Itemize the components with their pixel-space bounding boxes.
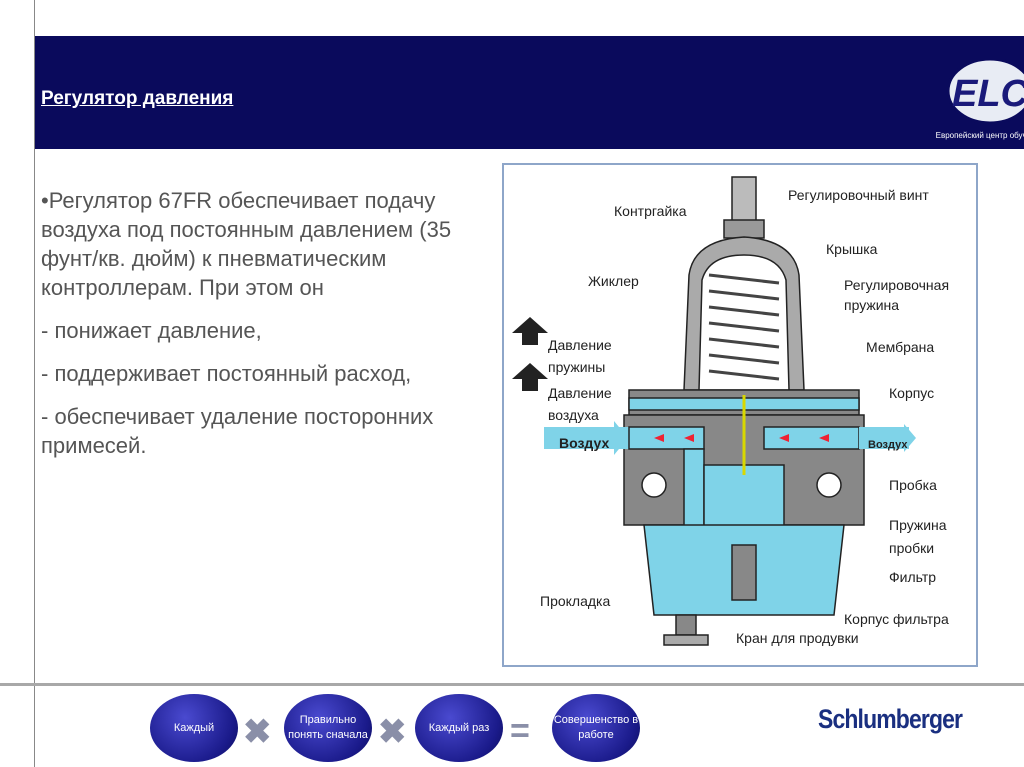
slide-body: •Регулятор 67FR обеспечивает подачу возд… <box>41 186 481 474</box>
label-filter: Фильтр <box>889 569 937 585</box>
label-spring-pressure-2: пружины <box>548 359 606 375</box>
label-gasket: Прокладка <box>540 593 611 609</box>
footer-step: Правильно понять сначала <box>284 694 372 762</box>
label-locknut: Контргайка <box>614 203 687 219</box>
label-cap: Крышка <box>826 241 878 257</box>
label-air-out: Воздух <box>868 439 908 451</box>
label-jet: Жиклер <box>588 273 639 289</box>
svg-text:ELC: ELC <box>952 73 1024 115</box>
label-plug-spring-2: пробки <box>889 540 935 556</box>
label-spring-pressure-1: Давление <box>548 337 612 353</box>
label-plug: Пробка <box>889 477 937 493</box>
footer-step: Совершенство в работе <box>552 694 640 762</box>
label-membrane: Мембрана <box>866 339 935 355</box>
svg-text:Европейский центр обучения: Европейский центр обучения <box>936 131 1024 140</box>
regulator-drawing <box>512 176 916 646</box>
slide-title: Регулятор давления <box>41 88 234 109</box>
footer-step: Каждый раз <box>415 694 503 762</box>
multiply-icon: ✖ <box>243 713 272 751</box>
body-paragraph: •Регулятор 67FR обеспечивает подачу возд… <box>41 188 452 300</box>
label-spring-1: Регулировочная <box>844 277 950 293</box>
elc-logo: ELC Европейский центр обучения <box>936 57 1024 140</box>
label-body: Корпус <box>889 385 935 401</box>
label-air-pressure-2: воздуха <box>548 407 599 423</box>
footer-divider <box>0 683 1024 686</box>
label-adjust-screw: Регулировочный винт <box>788 187 929 203</box>
equals-icon: = <box>510 712 530 750</box>
schlumberger-logo: Schlumberger <box>818 704 963 734</box>
label-filter-body: Корпус фильтра <box>844 611 949 627</box>
footer-step: Каждый <box>150 694 238 762</box>
label-plug-spring-1: Пружина <box>889 517 947 533</box>
body-paragraph: - обеспечивает удаление посторонних прим… <box>41 404 434 458</box>
slide-header: Регулятор давления ELC Европейский центр… <box>35 36 1024 149</box>
label-air-in: Воздух <box>559 435 610 451</box>
label-drain-valve: Кран для продувки <box>736 630 859 646</box>
body-paragraph: - понижает давление, <box>41 318 262 343</box>
body-paragraph: - поддерживает постоянный расход, <box>41 361 412 386</box>
left-rule <box>34 0 35 767</box>
multiply-icon: ✖ <box>378 713 407 751</box>
regulator-diagram: Регулировочный винт Контргайка Крышка Жи… <box>502 163 978 667</box>
label-spring-2: пружина <box>844 297 900 313</box>
label-air-pressure-1: Давление <box>548 385 612 401</box>
